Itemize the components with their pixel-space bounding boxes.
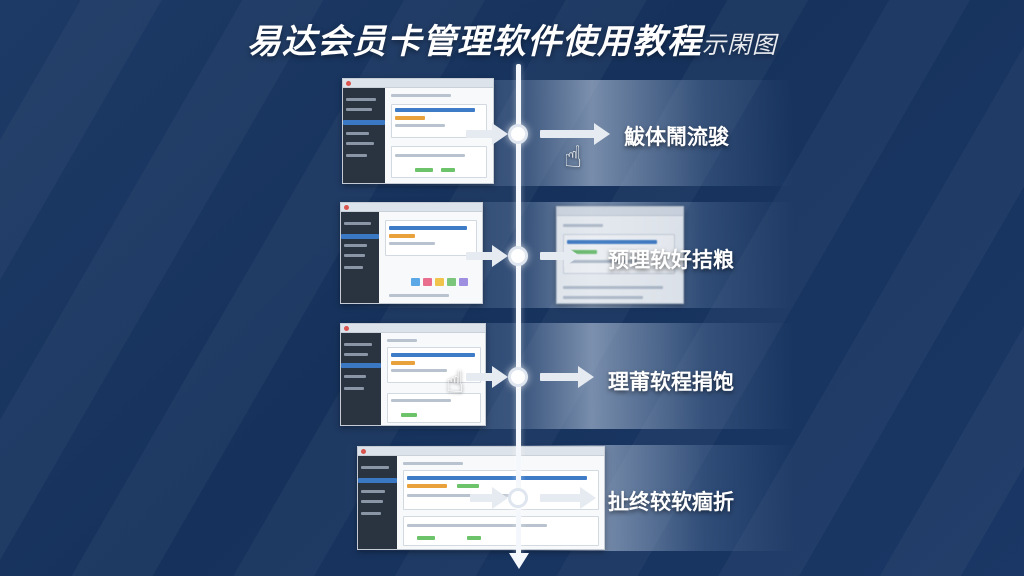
hand-pointer-icon: ☝ <box>564 140 583 175</box>
step-1-arrow-right <box>540 123 610 145</box>
step-1-label: 鮁体鬧流骏 <box>624 125 729 149</box>
step-4-arrow-right <box>540 487 596 509</box>
step-4-node <box>508 488 528 508</box>
step-2-arrow-left <box>466 245 508 267</box>
step-4-label: 扯终较软痼折 <box>608 490 734 514</box>
step-3-screenshot <box>340 323 486 426</box>
page-title: 易达会员卡管理软件使用教程示閑图 <box>0 14 1024 63</box>
step-3-arrow-right <box>540 366 594 388</box>
step-2-label: 预理软好拮粮 <box>608 248 734 272</box>
title-main: 易达会员卡管理软件使用教程 <box>247 22 702 62</box>
timeline-arrow-head <box>509 553 529 569</box>
step-3-label: 理莆软程捐饱 <box>608 370 734 394</box>
step-3-node <box>508 367 528 387</box>
step-1-node <box>508 124 528 144</box>
step-2-arrow-right <box>540 245 580 267</box>
step-2-node <box>508 246 528 266</box>
step-1-arrow-left <box>466 123 508 145</box>
step-3-arrow-left <box>466 366 508 388</box>
timeline-line <box>516 64 521 558</box>
title-suffix: 示閑图 <box>702 31 777 59</box>
step-4-arrow-left <box>470 487 508 509</box>
step-2-screenshot <box>340 202 483 304</box>
hand-pointer-icon: ☝ <box>446 365 465 400</box>
